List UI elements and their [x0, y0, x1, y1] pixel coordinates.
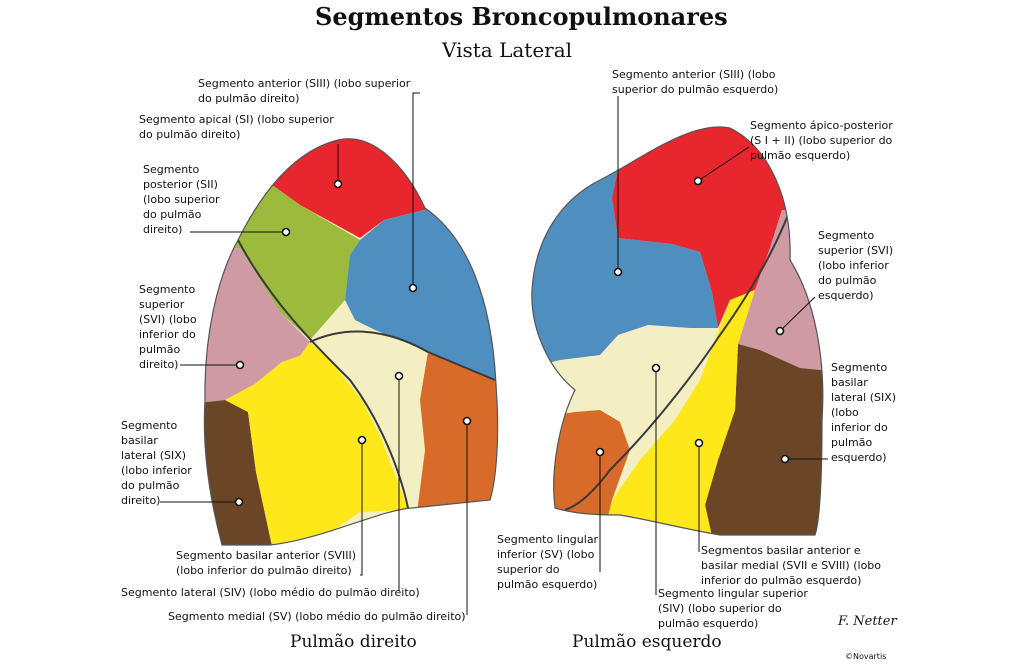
copyright-text: ©Novartis [845, 652, 887, 661]
marker-r-medial [462, 416, 472, 426]
netter-signature: F. Netter [838, 614, 897, 629]
label-r-basilar-anterior: Segmento basilar anterior (SVIII) (lobo … [176, 549, 356, 577]
label-r-superior: Segmento superior (SVI) (lobo inferior d… [139, 283, 197, 371]
label-r-medial: Segmento medial (SV) (lobo médio do pulm… [168, 610, 466, 623]
label-l-basilar-lateral: Segmento basilar lateral (SIX) (lobo inf… [831, 361, 897, 464]
marker-r-superior [235, 360, 245, 370]
right-lung-outline [203, 138, 499, 546]
left-lingular-inferior-segment [531, 410, 630, 535]
label-l-lingular-superior: Segmento lingular superior (SIV) (lobo s… [658, 587, 808, 630]
caption-right-lung: Pulmão direito [290, 632, 417, 652]
pointer-l-apicoposterior [697, 146, 750, 182]
marker-r-basilar-anterior [357, 435, 367, 445]
left-basilar-anteromedial-segment [600, 290, 755, 535]
marker-l-basilar-anteromedial [694, 438, 704, 448]
right-medial-segment [408, 352, 498, 545]
pointer-r-anterior [412, 92, 420, 288]
label-l-basilar-anteromedial: Segmentos basilar anterior e basilar med… [701, 544, 882, 587]
label-l-anterior: Segmento anterior (SIII) (lobo superior … [612, 68, 779, 96]
left-basilar-lateral-segment [705, 344, 823, 535]
label-r-anterior: Segmento anterior (SIII) (lobo superior … [198, 77, 411, 105]
marker-l-anterior [613, 267, 623, 277]
right-fissure-oblique [237, 239, 409, 509]
marker-r-anterior [408, 283, 418, 293]
marker-l-superior [775, 326, 785, 336]
left-lung-outline [531, 126, 824, 536]
marker-r-posterior [281, 227, 291, 237]
label-r-posterior: Segmento posterior (SII) (lobo superior … [143, 163, 220, 236]
left-fissure-oblique [564, 214, 789, 511]
marker-l-apicoposterior [693, 176, 703, 186]
right-fissure-horizontal [309, 330, 496, 381]
right-lung-drawing [204, 138, 498, 545]
marker-r-apical [333, 179, 343, 189]
page-subtitle: Vista Lateral [442, 38, 573, 62]
pointer-l-superior [779, 296, 816, 332]
label-r-apical: Segmento apical (SI) (lobo superior do p… [139, 113, 334, 141]
marker-l-lingular-superior [651, 363, 661, 373]
label-r-basilar-lateral: Segmento basilar lateral (SIX) (lobo inf… [121, 419, 192, 507]
marker-r-basilar-lateral [234, 497, 244, 507]
pointer-r-basilar-anterior [360, 440, 363, 576]
label-l-apicoposterior: Segmento ápico-posterior (S I + II) (lob… [750, 119, 893, 162]
caption-left-lung: Pulmão esquerdo [572, 632, 722, 652]
page-title: Segmentos Broncopulmonares [315, 2, 728, 31]
left-lung-drawing [531, 126, 823, 535]
marker-l-basilar-lateral [780, 454, 790, 464]
label-r-lateral: Segmento lateral (SIV) (lobo médio do pu… [121, 586, 420, 599]
label-l-lingular-inferior: Segmento lingular inferior (SV) (lobo su… [497, 533, 599, 591]
marker-r-lateral [394, 371, 404, 381]
label-l-superior: Segmento superior (SVI) (lobo inferior d… [818, 229, 894, 302]
marker-l-lingular-inferior [595, 447, 605, 457]
